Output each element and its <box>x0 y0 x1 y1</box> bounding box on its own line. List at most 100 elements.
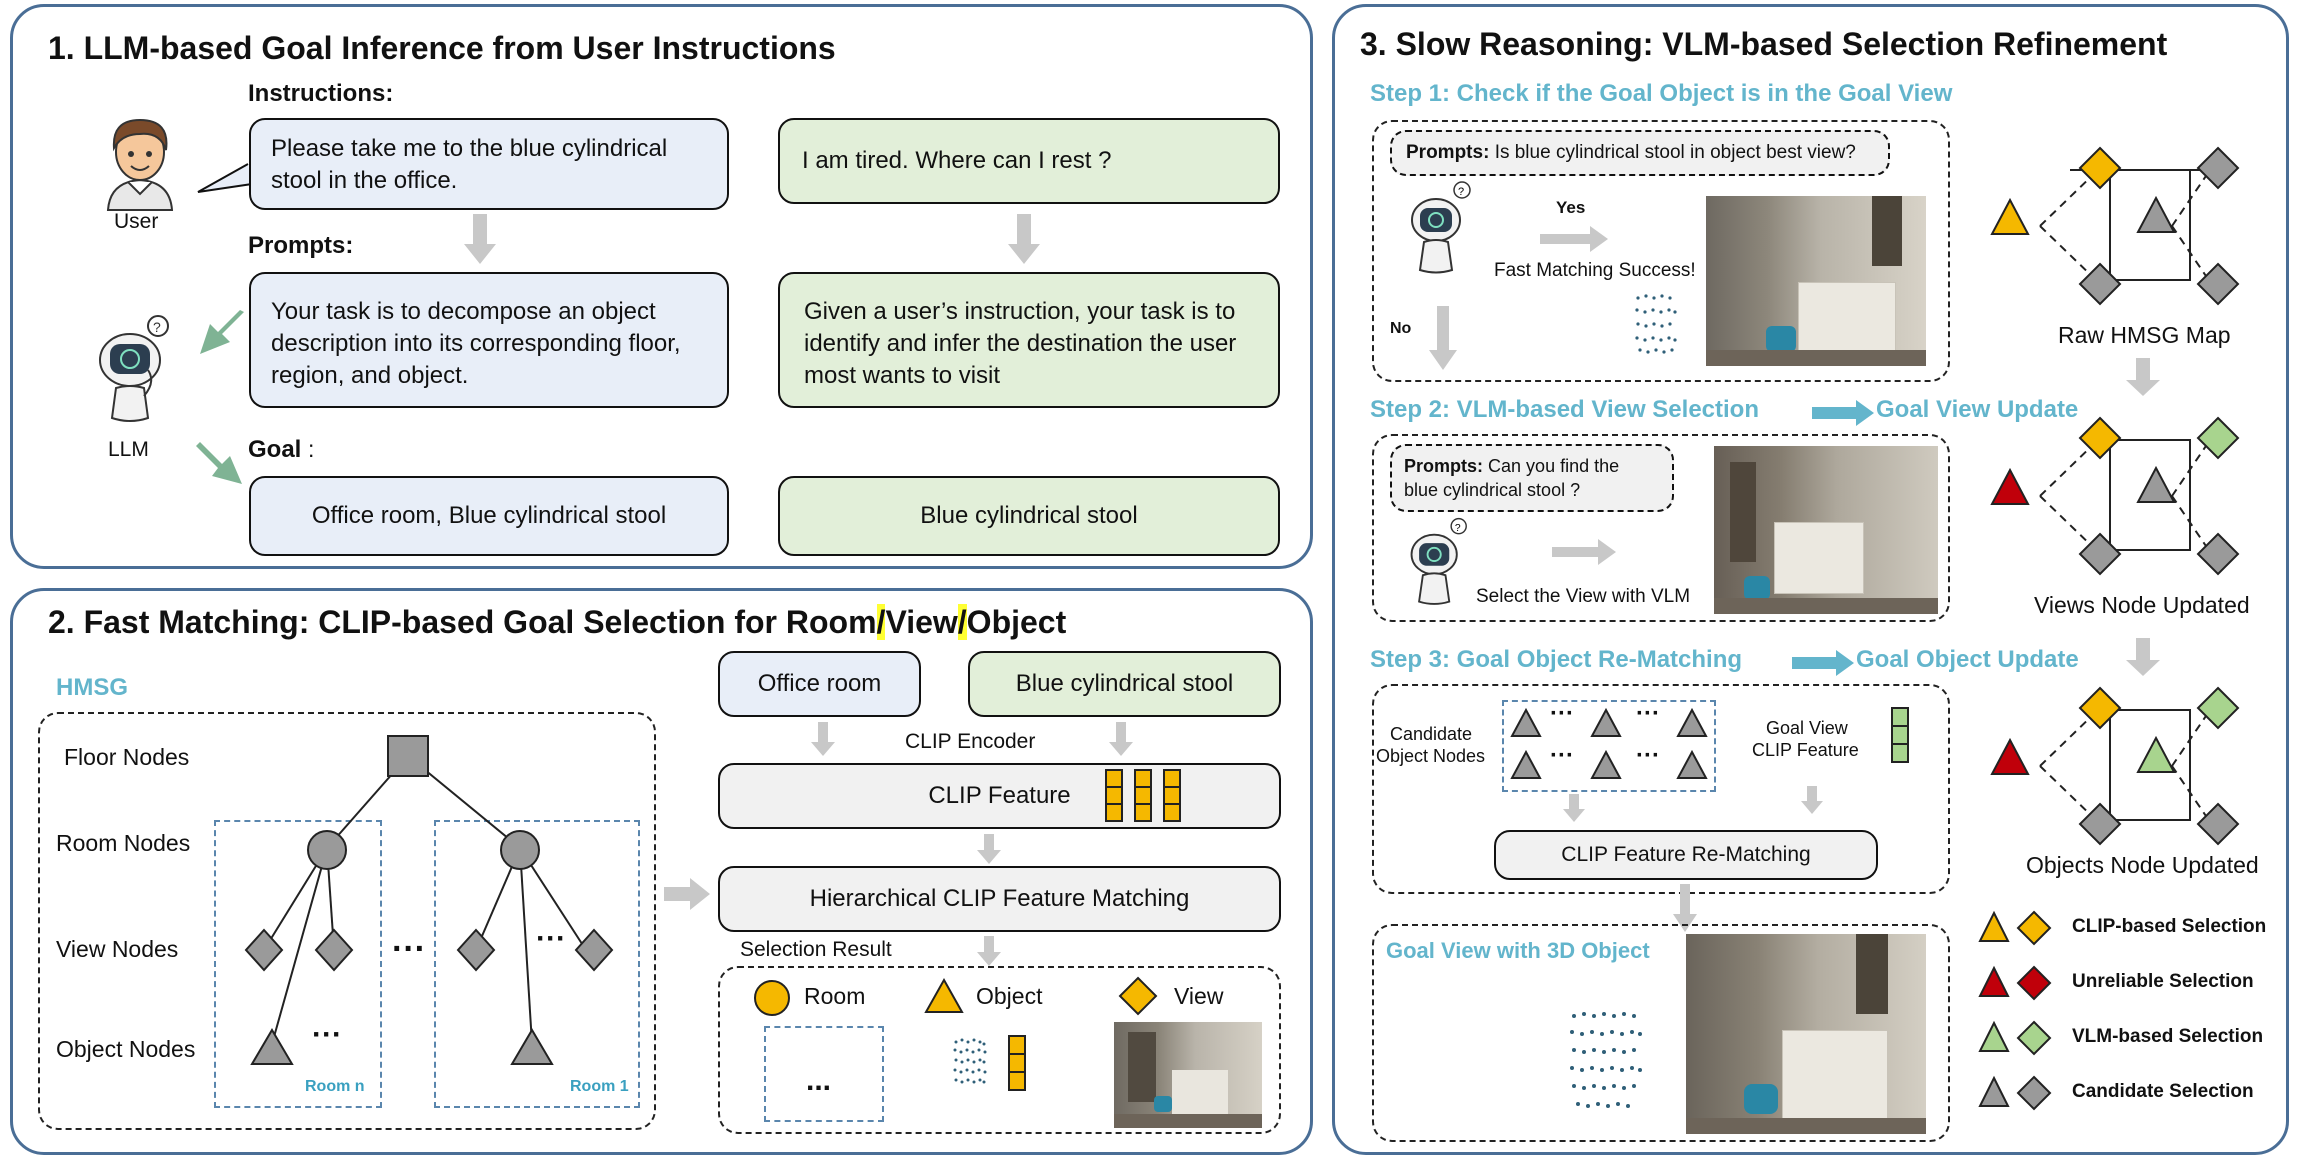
step2-prompt-line1: Can you find the <box>1488 456 1620 476</box>
arrow-down-1 <box>464 214 496 264</box>
step2-prompt-line2: blue cylindrical stool ? <box>1404 480 1581 500</box>
prompts-label: Prompts: <box>248 232 354 259</box>
views-updated-map <box>1990 416 2240 576</box>
legend-2-label: VLM-based Selection <box>2072 1026 2264 1047</box>
svg-text:?: ? <box>153 319 161 335</box>
legend-0-label: CLIP-based Selection <box>2072 916 2267 937</box>
arrow-right-step3 <box>1792 650 1854 676</box>
step1-frame <box>1372 120 1950 382</box>
legend-3-icons <box>1978 1075 2052 1111</box>
panel2-title-sep2: / <box>957 604 967 640</box>
prompt-2-box: Given a user’s instruction, your task is… <box>778 272 1280 408</box>
hier-matching-box: Hierarchical CLIP Feature Matching <box>718 866 1281 932</box>
instruction-1-box: Please take me to the blue cylindrical s… <box>249 118 729 210</box>
selection-result-label: Selection Result <box>740 938 892 961</box>
arrow-green-2 <box>196 442 242 484</box>
arrow-green-1 <box>200 310 244 354</box>
raw-hmsg-map <box>1990 146 2240 306</box>
view-nodes-label: View Nodes <box>56 936 179 962</box>
arrow-down-rematch <box>1673 884 1697 932</box>
candidate-nodes-grid <box>1510 707 1708 779</box>
hmsg-tree-graph <box>244 735 614 1065</box>
yes-label: Yes <box>1556 198 1586 217</box>
legend-room-label: Room <box>804 983 866 1009</box>
candidate-dots-1: ··· <box>1550 700 1574 727</box>
object-node <box>250 1028 294 1065</box>
goal-1-text: Office room, Blue cylindrical stool <box>311 502 667 529</box>
legend-room-icon <box>754 980 790 1016</box>
step3-update-label: Goal Object Update <box>1856 646 2079 673</box>
legend-triangle-icon <box>1978 1020 2010 1052</box>
vlm-robot-icon-1: ? <box>1411 181 1471 274</box>
goal-1-box: Office room, Blue cylindrical stool <box>249 476 729 556</box>
svg-text:?: ? <box>1455 523 1461 534</box>
prompt-2-text: Given a user’s instruction, your task is… <box>804 298 1237 389</box>
goal-3d-frame <box>1372 924 1950 1142</box>
arrow-down-goalview <box>1801 786 1823 814</box>
blue-stool-box: Blue cylindrical stool <box>968 651 1281 717</box>
legend-1-label: Unreliable Selection <box>2072 971 2254 992</box>
instructions-label: Instructions: <box>248 80 394 107</box>
arrow-down-stool <box>1109 722 1133 756</box>
object-nodes-label: Object Nodes <box>56 1036 196 1062</box>
fast-success-label: Fast Matching Success! <box>1494 260 1696 281</box>
rematching-text: CLIP Feature Re-Matching <box>1561 843 1811 866</box>
legend-diamond-icon <box>2016 965 2052 1001</box>
object-feature-vector-icon <box>1008 1035 1026 1091</box>
step2-update-label: Goal View Update <box>1876 396 2079 423</box>
step2-prompt-bold: Prompts: <box>1404 456 1484 476</box>
step2-label: Step 2: VLM-based View Selection <box>1370 396 1759 423</box>
instruction-2-box: I am tired. Where can I rest ? <box>778 118 1280 204</box>
room-n-frame <box>214 820 382 1108</box>
candidate-dots-3: ··· <box>1550 742 1574 769</box>
arrow-down-matching <box>977 936 1001 966</box>
room-result-frame <box>764 1026 884 1122</box>
arrow-down-candidates <box>1563 794 1585 822</box>
object-node <box>510 1028 554 1065</box>
view-result-photo <box>1114 1022 1262 1128</box>
panel2-title-part1: 2. Fast Matching: CLIP-based Goal Select… <box>48 604 877 640</box>
view-node <box>456 928 496 972</box>
instruction-1-text: Please take me to the blue cylindrical s… <box>271 135 668 194</box>
legend-triangle-icon <box>1978 965 2010 997</box>
step1-prompt-text: Is blue cylindrical stool in object best… <box>1494 142 1856 163</box>
floor-node <box>387 735 429 777</box>
step1-prompt-box: Prompts: Is blue cylindrical stool in ob… <box>1390 130 1890 176</box>
view-node <box>314 928 354 972</box>
llm-robot-icon: ? <box>99 315 169 422</box>
legend-view-label: View <box>1174 983 1224 1009</box>
goal-2-box: Blue cylindrical stool <box>778 476 1280 556</box>
selection-result-frame <box>718 966 1281 1134</box>
tree-ellipsis-room1: ··· <box>536 922 566 955</box>
clip-feature-box: CLIP Feature <box>718 763 1281 829</box>
legend-0-icons <box>1978 910 2052 946</box>
arrow-right-step2 <box>1812 400 1874 426</box>
tree-ellipsis-objects: ··· <box>312 1018 342 1051</box>
select-view-label: Select the View with VLM <box>1476 586 1691 607</box>
legend-diamond-icon <box>2016 1075 2052 1111</box>
step1-label: Step 1: Check if the Goal Object is in t… <box>1370 80 1953 107</box>
clip-feature-text: CLIP Feature <box>928 782 1071 809</box>
arrow-right-step2-inner <box>1552 539 1616 565</box>
floor-nodes-label: Floor Nodes <box>64 744 190 770</box>
room-1-label: Room 1 <box>570 1078 629 1095</box>
arrow-down-no <box>1429 306 1457 370</box>
objects-updated-label: Objects Node Updated <box>2026 852 2259 878</box>
arrow-right-yes <box>1540 226 1608 252</box>
panel2-title-part2: View <box>885 604 958 640</box>
room-node-n <box>307 830 347 870</box>
pointcloud-goal-icon <box>1570 1012 1642 1108</box>
room-node-1 <box>500 830 540 870</box>
speech-tail <box>197 163 253 193</box>
candidate-line2: Object Nodes <box>1376 746 1486 766</box>
prompt-1-box: Your task is to decompose an object desc… <box>249 272 729 408</box>
legend-view-icon <box>1118 976 1158 1016</box>
objects-updated-map <box>1990 686 2240 846</box>
step3-label: Step 3: Goal Object Re-Matching <box>1370 646 1743 673</box>
goal-view-line2: CLIP Feature <box>1752 740 1859 760</box>
legend-object-label: Object <box>976 983 1043 1009</box>
office-room-text: Office room <box>757 670 882 697</box>
goal-view-line1: Goal View <box>1766 718 1848 738</box>
step3-frame <box>1372 684 1950 894</box>
instruction-2-text: I am tired. Where can I rest ? <box>802 147 1112 174</box>
